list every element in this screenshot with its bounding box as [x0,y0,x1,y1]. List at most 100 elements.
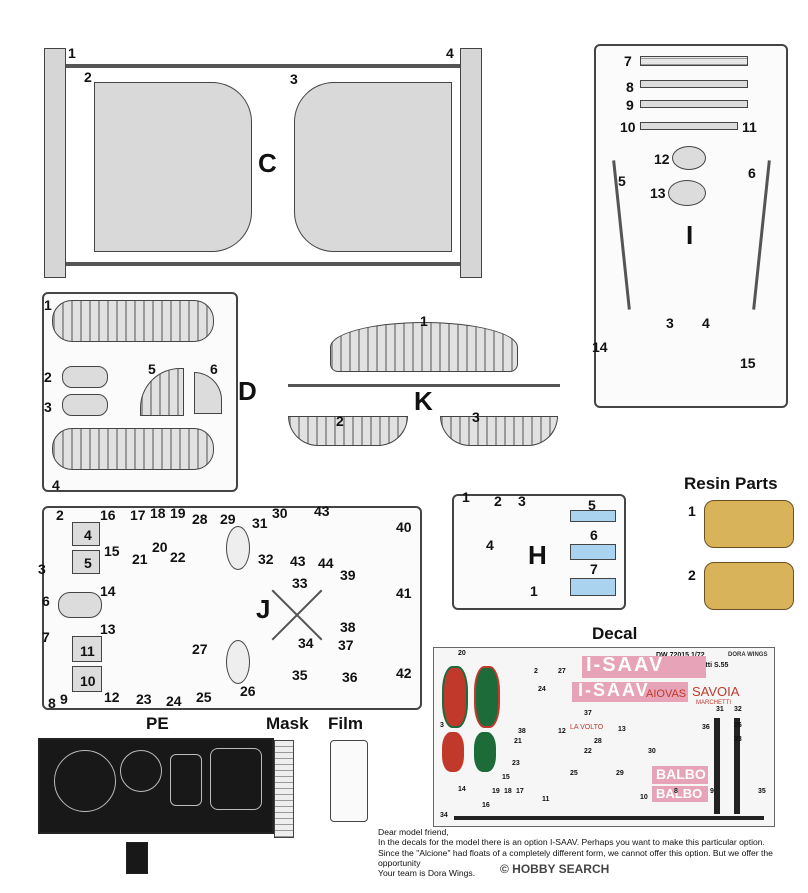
sprue-j-part-20: 20 [152,539,168,555]
pe-fret [38,738,274,834]
sprue-j-part-32: 32 [258,551,274,567]
sprue-j-box-10 [72,666,102,692]
sprue-i-part-11: 11 [742,119,757,135]
sprue-j-part-31: 31 [252,515,268,531]
note-line-3: Since the "Alcione" had floats of a comp… [378,847,773,868]
sprue-k-tail-2 [288,416,408,446]
sprue-i-strut-7 [640,56,748,66]
decal-header-code: DW 72015 1/72 [656,652,705,659]
decal-roundel-left-1 [442,666,468,728]
decal-stripe-1 [714,718,720,814]
decal-num-33: 33 [734,736,742,743]
film-sheet [330,740,368,822]
decal-roundel-left-4 [474,732,496,772]
decal-num-3: 3 [440,722,444,729]
decal-num-14: 14 [458,786,466,793]
pe-detail-small [126,842,148,874]
sprue-i-part-13: 13 [650,185,666,201]
watermark: © HOBBY SEARCH [500,862,610,876]
sprue-c-part-3: 3 [290,71,298,87]
decal-num-35: 35 [758,788,766,795]
sprue-h-part-6-shape [570,544,616,560]
sprue-d-part-2: 2 [44,369,52,385]
sprue-j-part-9: 9 [60,691,68,707]
sprue-i-letter: I [686,220,694,250]
decal-num-9: 9 [710,788,714,795]
decal-num-18: 18 [504,788,512,795]
decal-num-26: 26 [734,722,742,729]
sprue-i-part-6: 6 [748,165,756,181]
film-title: Film [328,714,363,733]
sprue-j-part-42: 42 [396,665,412,681]
sprue-j-part-34: 34 [298,635,314,651]
sprue-j-part-37: 37 [338,637,354,653]
sprue-j-part-29: 29 [220,511,236,527]
sprue-d-tailplane-4 [52,428,214,470]
sprue-h-part-2: 2 [494,493,502,509]
sprue-j-part-27: 27 [192,641,208,657]
sprue-h-part-1: 1 [462,489,470,505]
pe-ring-3 [170,754,202,806]
sprue-d-part-5: 5 [148,361,156,377]
sprue-h-part-7: 7 [590,561,598,577]
sprue-h-letter: H [528,540,547,570]
pe-title: PE [146,714,169,733]
sprue-c-part-2: 2 [84,69,92,85]
decal-lavolto: LA VOLTO [570,724,604,731]
sprue-j-part-14: 14 [100,583,116,599]
decal-num-19: 19 [492,788,500,795]
sprue-d-part-4: 4 [52,477,60,493]
sprue-h-part-5: 5 [588,497,596,513]
sprue-j-part-13: 13 [100,621,116,637]
decal-num-22: 22 [584,748,592,755]
sprue-i-strut-8 [640,80,748,88]
decal-num-2: 2 [534,668,538,675]
sprue-i-seat-12 [672,146,706,170]
sprue-i-part-4: 4 [702,315,710,331]
sprue-i-part-3: 3 [666,315,674,331]
resin-title: Resin Parts [684,474,778,493]
sprue-d-tailplane-1 [52,300,214,342]
decal-num-17: 17 [516,788,524,795]
sprue-j-part-35: 35 [292,667,308,683]
note-line-1: Dear model friend, [378,827,449,837]
sprue-j-box-11 [72,636,102,662]
sprue-c-part-4: 4 [446,45,454,61]
sprue-i-part-9: 9 [626,97,634,113]
sprue-j-canopy-29 [226,526,250,570]
sprue-j-part-21: 21 [132,551,148,567]
decal-savoia-reversed: AIOVAS [646,688,687,700]
decal-num-24: 24 [538,686,546,693]
resin-part-2: 2 [688,567,696,583]
decal-brand: DORA WINGS [728,652,768,658]
decal-num-28: 28 [594,738,602,745]
sprue-j-part-33: 33 [292,575,308,591]
decal-bottom-bar [454,816,764,820]
decal-title: Decal [592,624,638,643]
sprue-j-part-22: 22 [170,549,186,565]
sprue-j-part-16: 16 [100,507,116,523]
sprue-k-tail-3 [440,416,558,446]
sprue-i-part-14: 14 [592,339,608,355]
sprue-i-strut-9 [640,100,748,108]
decal-num-13: 13 [618,726,626,733]
sprue-j-part-39: 39 [340,567,356,583]
mask-title: Mask [266,714,309,733]
sprue-k-tail-1 [330,322,518,372]
sprue-j-part-28: 28 [192,511,208,527]
sprue-d-part-6: 6 [210,361,218,377]
decal-isaav-1: I-SAAV [586,654,665,676]
sprue-j-part-17: 17 [130,507,146,523]
sprue-j-part-43b: 43 [290,553,306,569]
sprue-d-fin-3 [62,394,108,416]
pe-ring-2 [120,750,162,792]
sprue-i-part-10: 10 [620,119,636,135]
sprue-j-part-19: 19 [170,505,186,521]
sprue-j-part-15: 15 [104,543,120,559]
decal-num-34: 34 [440,812,448,819]
sprue-i-strut-10 [640,122,738,130]
sprue-h-part-6: 6 [590,527,598,543]
sprue-k-letter: K [414,386,433,416]
sprue-j-part-6: 6 [42,593,50,609]
decal-num-32: 32 [734,706,742,713]
